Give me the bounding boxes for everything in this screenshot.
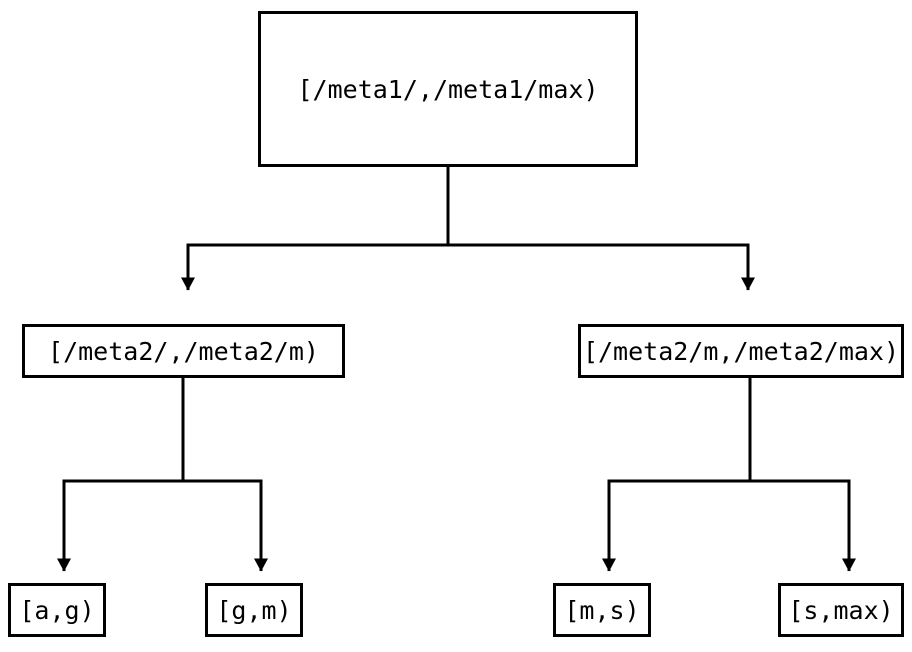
- tree-node-leaf-g-m-label: [g,m): [216, 595, 292, 625]
- tree-node-branch-left-label: [/meta2/,/meta2/m): [48, 336, 319, 366]
- edge-root-to-branch-left: [181, 167, 450, 291]
- tree-node-root[interactable]: [/meta1/,/meta1/max): [258, 11, 638, 167]
- edge-root-to-branch-right: [448, 243, 750, 290]
- tree-node-branch-right[interactable]: [/meta2/m,/meta2/max): [578, 324, 904, 378]
- tree-node-leaf-a-g[interactable]: [a,g): [8, 583, 106, 637]
- tree-node-leaf-s-max[interactable]: [s,max): [778, 583, 904, 637]
- edge-branch-left-to-leaf-g-m: [183, 479, 263, 551]
- tree-node-leaf-m-s[interactable]: [m,s): [553, 583, 651, 637]
- edge-branch-left-to-leaf-a-g: [57, 378, 185, 572]
- edge-branch-right-to-leaf-s-max: [750, 479, 851, 551]
- edge-branch-right-to-leaf-m-s: [602, 378, 752, 572]
- tree-node-branch-left[interactable]: [/meta2/,/meta2/m): [22, 324, 345, 378]
- tree-node-branch-right-label: [/meta2/m,/meta2/max): [582, 336, 900, 366]
- tree-node-leaf-m-s-label: [m,s): [564, 595, 640, 625]
- tree-node-leaf-s-max-label: [s,max): [788, 595, 894, 625]
- tree-node-root-label: [/meta1/,/meta1/max): [297, 74, 599, 104]
- tree-node-leaf-g-m[interactable]: [g,m): [205, 583, 303, 637]
- tree-node-leaf-a-g-label: [a,g): [19, 595, 95, 625]
